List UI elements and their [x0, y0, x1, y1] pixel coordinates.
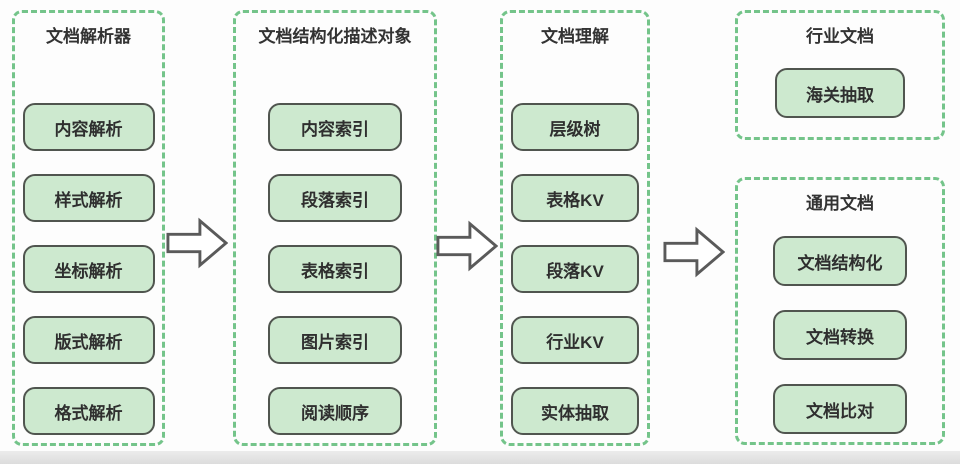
panel-items: 海关抽取: [775, 68, 905, 118]
node-box: 表格索引: [268, 245, 402, 293]
panel-title: 文档结构化描述对象: [258, 27, 412, 46]
panel-title: 文档理解: [541, 27, 609, 46]
panel-title: 行业文档: [806, 27, 874, 46]
node-box: 行业KV: [511, 316, 639, 364]
panel-general-documents: 通用文档 文档结构化 文档转换 文档比对: [735, 177, 945, 445]
node-box: 坐标解析: [22, 245, 155, 293]
node-box: 段落索引: [268, 174, 402, 222]
node-box: 文档转换: [773, 310, 907, 360]
node-box: 海关抽取: [775, 68, 905, 118]
node-box: 层级树: [511, 103, 639, 151]
node-box: 格式解析: [22, 387, 155, 435]
node-box: 样式解析: [22, 174, 155, 222]
node-box: 版式解析: [22, 316, 155, 364]
flow-right-arrow-icon: [663, 226, 725, 278]
node-box: 内容索引: [268, 103, 402, 151]
node-box: 图片索引: [268, 316, 402, 364]
panel-industry-documents: 行业文档 海关抽取: [735, 10, 945, 140]
panel-document-understanding: 文档理解 层级树 表格KV 段落KV 行业KV 实体抽取: [500, 10, 650, 446]
panel-items: 文档结构化 文档转换 文档比对: [773, 236, 907, 434]
flow-right-arrow-icon: [436, 220, 498, 272]
panel-title: 通用文档: [806, 194, 874, 213]
node-box: 阅读顺序: [268, 387, 402, 435]
panel-structured-description: 文档结构化描述对象 内容索引 段落索引 表格索引 图片索引 阅读顺序: [233, 10, 437, 446]
panel-title: 文档解析器: [46, 27, 131, 46]
panel-document-parser: 文档解析器 内容解析 样式解析 坐标解析 版式解析 格式解析: [12, 10, 165, 446]
panel-items: 内容索引 段落索引 表格索引 图片索引 阅读顺序: [268, 103, 402, 435]
panel-items: 内容解析 样式解析 坐标解析 版式解析 格式解析: [22, 103, 155, 435]
bottom-gray-strip: [0, 451, 960, 464]
node-box: 文档比对: [773, 384, 907, 434]
node-box: 文档结构化: [773, 236, 907, 286]
node-box: 表格KV: [511, 174, 639, 222]
node-box: 段落KV: [511, 245, 639, 293]
node-box: 内容解析: [22, 103, 155, 151]
panel-items: 层级树 表格KV 段落KV 行业KV 实体抽取: [511, 103, 639, 435]
flow-right-arrow-icon: [166, 217, 228, 269]
node-box: 实体抽取: [511, 387, 639, 435]
